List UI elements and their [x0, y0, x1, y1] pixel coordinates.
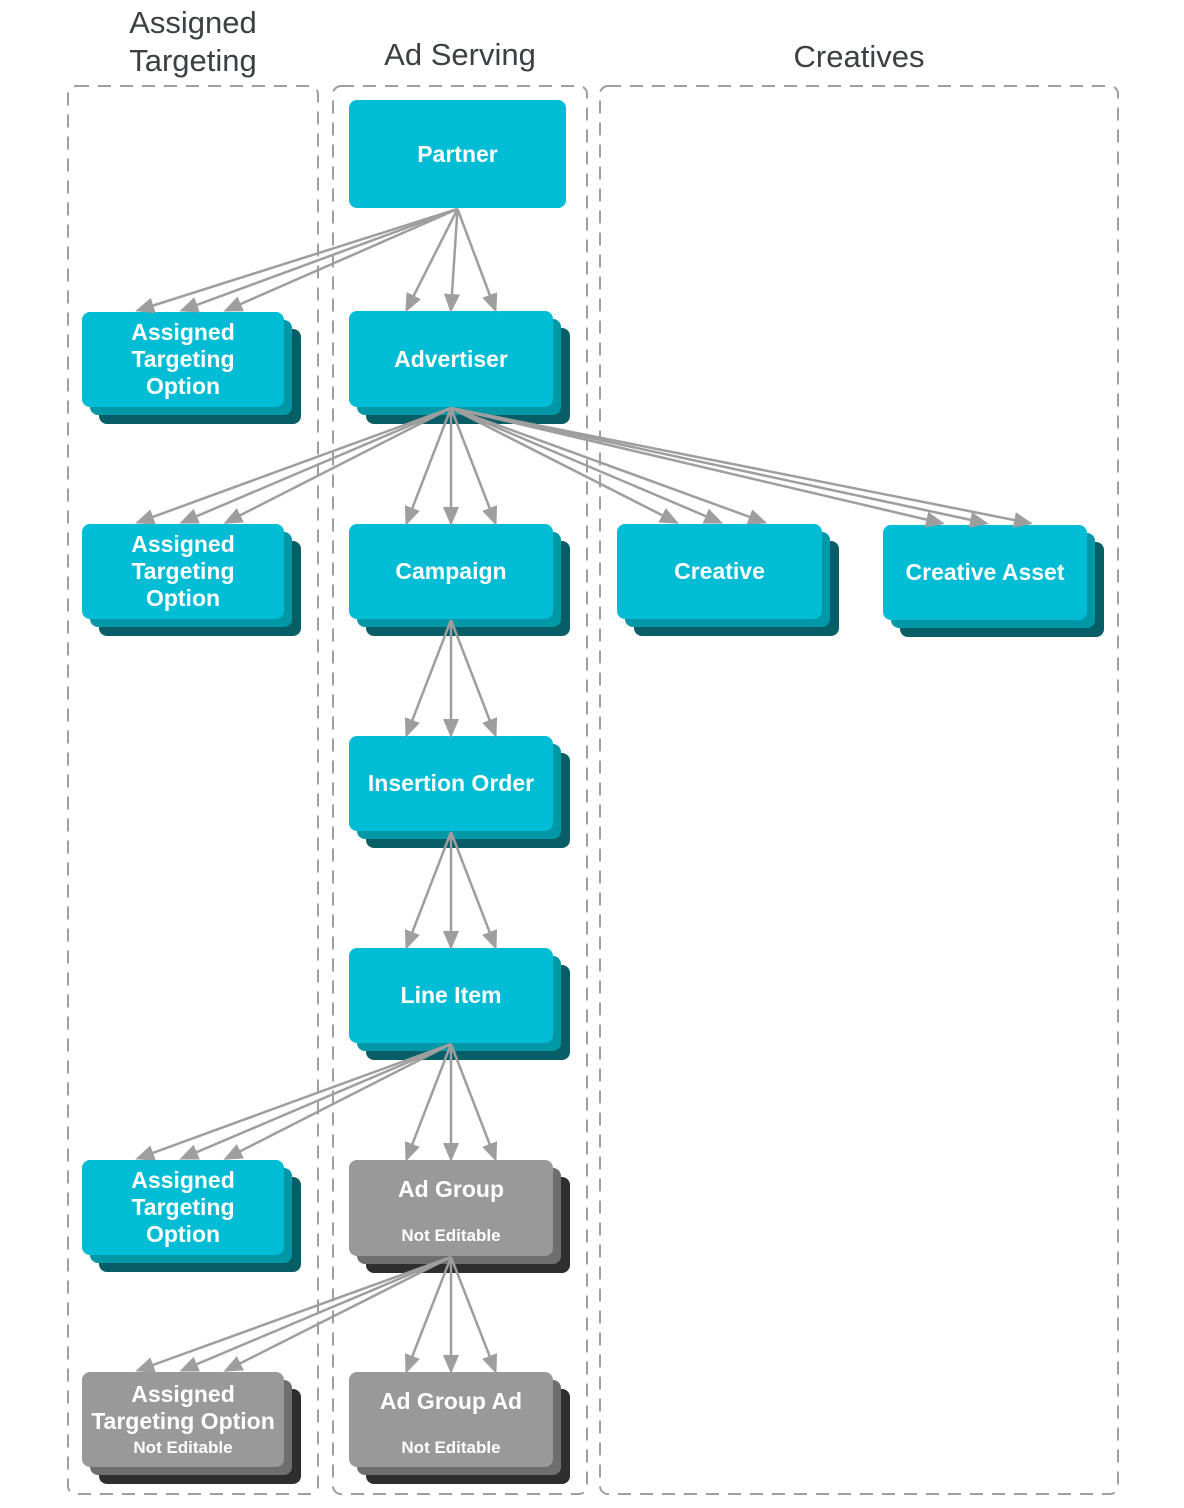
- assigned-targeting-option-node: Assigned Targeting Option: [82, 1160, 284, 1255]
- arrow-line: [449, 1043, 498, 1162]
- arrow-line: [449, 619, 498, 738]
- arrow-line: [449, 407, 498, 526]
- advertiser-label: Advertiser: [394, 345, 508, 372]
- assigned-targeting-option-label: Assigned Targeting Option: [131, 319, 235, 399]
- partner-node: Partner: [349, 100, 566, 208]
- campaign-node: Campaign: [349, 524, 553, 619]
- column-header-ad-serving: Ad Serving: [384, 37, 536, 72]
- arrow-line: [404, 1256, 453, 1374]
- insertion-order-node: Insertion Order: [349, 736, 553, 831]
- arrow-line: [135, 207, 458, 314]
- creative-asset-label: Creative Asset: [905, 559, 1065, 585]
- arrow-line: [179, 1042, 452, 1160]
- ad-group-ad-label: Ad Group Ad: [379, 1388, 523, 1414]
- arrow-line: [450, 406, 989, 528]
- insertion-order-label: Insertion Order: [367, 770, 535, 796]
- campaign-label: Campaign: [395, 558, 507, 584]
- arrow-line: [449, 831, 498, 950]
- arrow-line: [404, 1043, 453, 1162]
- assigned-targeting-option-label: Assigned Targeting Option: [131, 531, 235, 611]
- arrow-line: [456, 208, 498, 313]
- assigned-targeting-option-label: Assigned Targeting Option: [131, 1167, 235, 1247]
- arrow-line: [135, 1042, 452, 1161]
- ad-group-node: Ad Group Not Editable: [349, 1160, 553, 1256]
- assigned-targeting-option-node: Assigned Targeting Option Not Editable: [82, 1372, 284, 1467]
- ad-group-not-editable-label: Not Editable: [401, 1226, 501, 1245]
- creatives-column-border: [599, 85, 1119, 1495]
- arrow-line: [223, 207, 459, 312]
- arrow-line: [404, 619, 453, 738]
- arrow-line: [449, 1256, 498, 1374]
- ad-group-ad-node: Ad Group Ad Not Editable: [349, 1372, 553, 1467]
- arrow-line: [450, 406, 945, 528]
- arrow-line: [450, 406, 768, 525]
- arrow-line: [450, 406, 680, 524]
- arrow-line: [135, 1255, 452, 1373]
- creative-asset-node: Creative Asset: [883, 525, 1087, 620]
- assigned-targeting-option-label: Assigned Targeting Option: [91, 1381, 275, 1434]
- arrow-line: [404, 407, 453, 526]
- arrow-line: [223, 406, 452, 524]
- arrow-line: [223, 1255, 452, 1372]
- creative-label: Creative: [674, 558, 765, 584]
- advertiser-node: Advertiser: [349, 311, 553, 407]
- line-item-node: Line Item: [349, 948, 553, 1043]
- arrow-line: [223, 1042, 452, 1160]
- arrow-line: [179, 207, 458, 313]
- arrow-line: [179, 406, 452, 524]
- ad-group-label: Ad Group: [397, 1176, 505, 1202]
- column-header-assigned-targeting: Assigned Targeting: [129, 5, 257, 78]
- arrow-line: [179, 1255, 452, 1372]
- assigned-targeting-option-not-editable-label: Not Editable: [133, 1438, 233, 1457]
- arrow-line: [405, 208, 459, 313]
- assigned-targeting-option-node: Assigned Targeting Option: [82, 312, 284, 407]
- arrow-line: [450, 406, 724, 524]
- arrow-line: [450, 406, 1033, 528]
- partner-label: Partner: [417, 140, 498, 167]
- column-header-creatives: Creatives: [793, 39, 925, 74]
- arrow-line: [443, 208, 460, 313]
- assigned-targeting-column-border: [67, 85, 319, 1495]
- line-item-label: Line Item: [400, 982, 502, 1008]
- creative-node: Creative: [617, 524, 822, 619]
- arrow-line: [135, 406, 452, 525]
- arrow-line: [404, 831, 453, 950]
- ad-group-ad-not-editable-label: Not Editable: [401, 1438, 501, 1457]
- assigned-targeting-option-node: Assigned Targeting Option: [82, 524, 284, 619]
